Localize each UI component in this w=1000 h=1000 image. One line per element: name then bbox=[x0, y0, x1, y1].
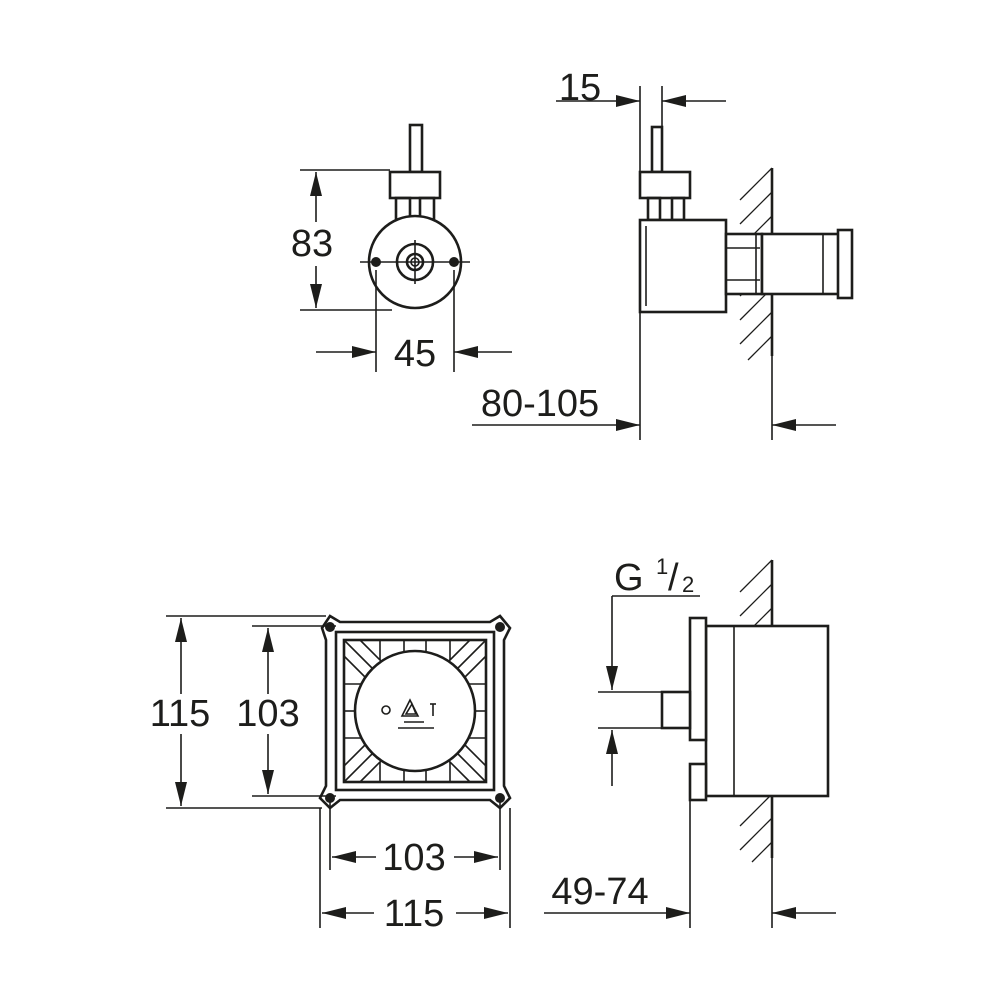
dim-box-inner-height: 103 bbox=[232, 625, 336, 797]
dim-label-45: 45 bbox=[394, 333, 436, 375]
dim-box-outer-height: 115 bbox=[142, 615, 326, 809]
dim-thread: G 1 / 2 bbox=[606, 554, 700, 786]
dim-label-15: 15 bbox=[559, 67, 601, 109]
side-view-valve bbox=[638, 125, 854, 361]
dim-label-thread: G bbox=[614, 557, 644, 599]
dim-front-height: 83 bbox=[286, 169, 392, 311]
corner-screw-tl bbox=[325, 622, 335, 632]
dim-label-115-horizontal: 115 bbox=[384, 893, 445, 935]
corner-screw-tr bbox=[495, 622, 505, 632]
dim-label-103-horizontal: 103 bbox=[382, 837, 445, 879]
dim-label-103-vertical: 103 bbox=[236, 693, 299, 735]
box-side-view bbox=[598, 559, 830, 863]
dim-label-80-105: 80-105 bbox=[481, 383, 599, 425]
dim-label-thread-den: 2 bbox=[682, 572, 694, 597]
dim-label-115-vertical: 115 bbox=[150, 693, 211, 735]
dim-front-width: 45 bbox=[316, 270, 512, 375]
dim-label-thread-num: 1 bbox=[656, 554, 668, 579]
dim-label-83: 83 bbox=[291, 223, 333, 265]
dim-box-inner-width: 103 bbox=[329, 800, 501, 879]
dim-side-depth: 80-105 bbox=[472, 312, 836, 440]
box-front-view bbox=[318, 614, 512, 810]
dim-label-49-74: 49-74 bbox=[551, 871, 648, 913]
corner-screw-br bbox=[495, 793, 505, 803]
front-view-valve bbox=[360, 123, 470, 310]
dim-box-outer-width: 115 bbox=[319, 808, 511, 935]
dim-side-top: 15 bbox=[556, 67, 726, 172]
dim-box-depth: 49-74 bbox=[544, 800, 836, 928]
dim-label-thread-slash: / bbox=[668, 557, 679, 599]
